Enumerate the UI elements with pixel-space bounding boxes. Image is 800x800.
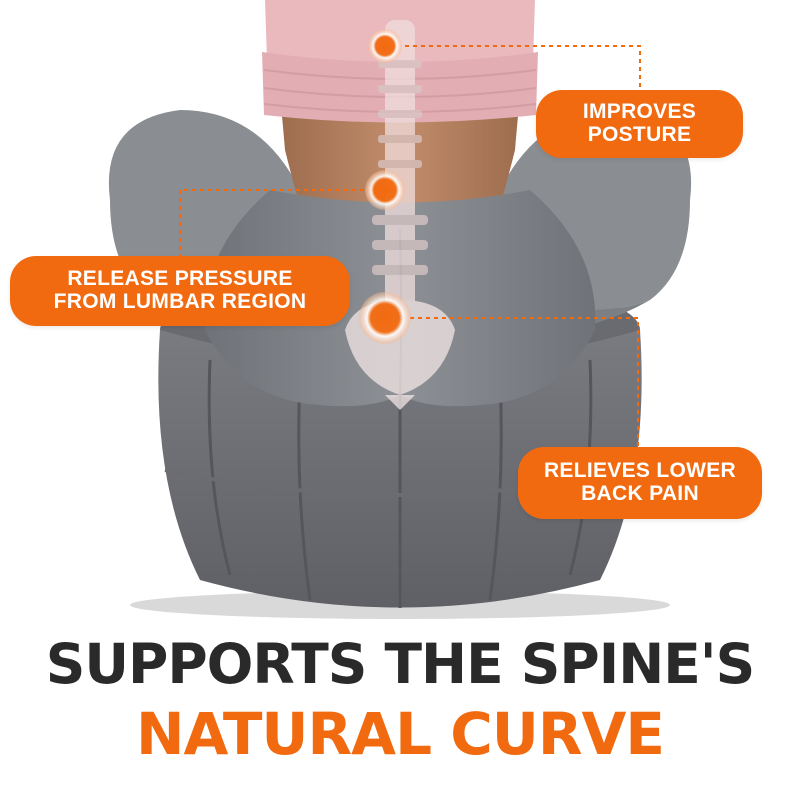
upper-spine-dot bbox=[368, 29, 402, 63]
callout-line: BACK PAIN bbox=[581, 482, 699, 505]
callout-line: RELIEVES LOWER bbox=[543, 459, 737, 483]
connector-lines bbox=[179, 45, 641, 449]
release-pressure-callout: RELEASE PRESSURE FROM LUMBAR REGION bbox=[10, 256, 350, 326]
callout-line: FROM LUMBAR REGION bbox=[53, 290, 307, 313]
headline-line-1: SUPPORTS THE SPINE'S bbox=[45, 632, 756, 696]
mid-spine-dot bbox=[365, 170, 405, 210]
lumbar-dot bbox=[359, 292, 411, 344]
relieves-back-pain-callout: RELIEVES LOWER BACK PAIN bbox=[518, 447, 762, 519]
callout-line: RELEASE PRESSURE bbox=[67, 267, 293, 291]
callout-line: IMPROVES bbox=[582, 100, 697, 124]
headline-line-2: NATURAL CURVE bbox=[135, 700, 665, 768]
callout-line: POSTURE bbox=[587, 123, 692, 146]
improves-posture-callout: IMPROVES POSTURE bbox=[536, 90, 743, 158]
